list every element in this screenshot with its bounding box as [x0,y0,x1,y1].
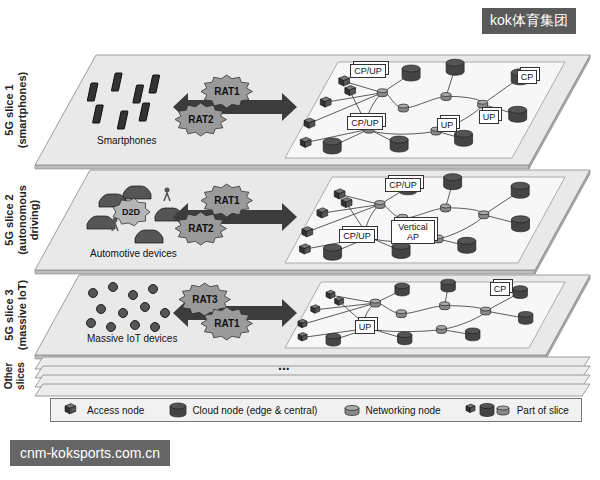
slice-illustration [35,357,590,401]
function-label: CP/UP [389,180,417,190]
function-box: CP [490,282,511,296]
function-box: UP [437,118,458,132]
slice-label: Other slices [3,357,26,395]
rat-label: RAT1 [214,195,239,206]
slice-plane: 5G slice 1 (smartphones)SmartphonesRAT1R… [35,55,590,165]
slice-illustration [35,55,590,171]
device-caption: Smartphones [97,135,156,146]
rat-burst: D2D [116,202,146,222]
rat-label: RAT1 [214,86,239,97]
watermark: cnm-koksports.com.cn [10,440,170,466]
slice-label: 5G slice 2 (autonomous driving) [3,170,41,270]
rat-burst: RAT1 [205,311,248,336]
legend-text: Part of slice [517,405,569,416]
device-caption: Massive IoT devices [87,333,177,344]
function-label: CP/UP [351,118,379,128]
function-box: CP/UP [339,229,375,243]
function-box: CP [517,70,538,84]
legend-text: Access node [87,405,144,416]
function-label: CP/UP [354,66,382,76]
function-box: CP/UP [385,178,421,192]
legend-item: Access node [63,401,144,419]
slice-label: 5G slice 1 (smartphones) [3,55,28,165]
legend-sample [63,401,83,419]
slice-plane: 5G slice 2 (autonomous driving)Automotiv… [35,170,590,270]
function-box: UP [479,110,500,124]
legend-sample [342,401,362,419]
function-label: UP [441,120,454,130]
legend-sample [168,401,188,419]
ellipsis: ... [278,360,290,370]
function-box: CP/UP [350,64,386,78]
legend-item: Part of slice [465,401,569,419]
rat-label: RAT2 [188,223,213,234]
device-caption: Automotive devices [90,248,177,259]
legend-text: Networking node [366,405,441,416]
rat-burst: RAT3 [183,287,226,312]
rat-burst: RAT1 [205,188,248,213]
function-label: Vertical AP [395,222,431,243]
rat-label: RAT3 [192,294,217,305]
rat-label: RAT2 [188,114,213,125]
function-label: CP/UP [343,231,371,241]
function-label: CP [494,284,507,294]
function-box: CP/UP [347,116,383,130]
legend-text: Cloud node (edge & central) [192,405,317,416]
slice-label: 5G slice 3 (massive IoT) [3,275,28,355]
legend-box: Access node Cloud node (edge & central) Ne… [50,398,582,422]
rat-label: RAT1 [214,318,239,329]
function-label: UP [483,112,496,122]
function-label: UP [359,322,372,332]
rat-burst: RAT1 [205,79,248,104]
function-label: CP [521,72,534,82]
legend-item: Cloud node (edge & central) [168,401,317,419]
function-box: UP [355,320,376,334]
slice-plane: Other slices [35,357,590,395]
function-box: Vertical AP [391,220,435,245]
slice-illustration [35,170,590,276]
rat-label: D2D [122,207,140,217]
watermark: kok体育集团 [482,8,576,34]
slice-plane: 5G slice 3 (massive IoT)Massive IoT devi… [35,275,590,355]
rat-burst: RAT2 [179,216,222,241]
legend-item: Networking node [342,401,441,419]
rat-burst: RAT2 [179,107,222,132]
legend-sample [465,401,513,419]
